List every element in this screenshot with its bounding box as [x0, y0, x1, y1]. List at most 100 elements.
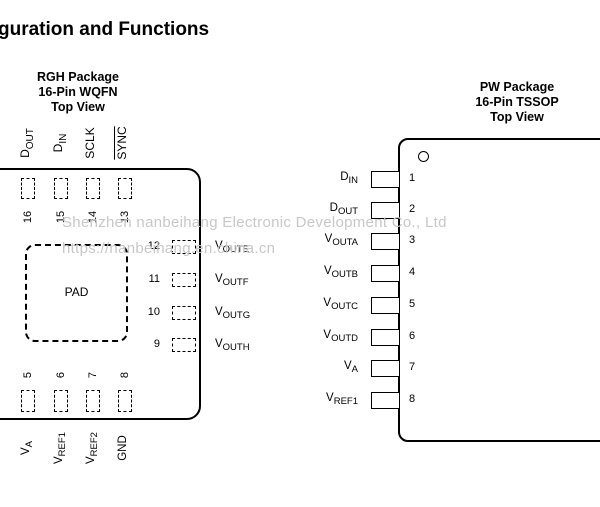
rgh-pin-6-pad [54, 390, 68, 412]
rgh-pin-13-label: SYNC [115, 113, 134, 173]
rgh-pin-12-label: VOUTE [215, 240, 249, 256]
signal-subscript: OUTC [331, 301, 358, 312]
pw-pin-8-number: 8 [409, 393, 416, 405]
rgh-pin-15-pad [54, 178, 68, 199]
rgh-pin-6-number: 6 [55, 371, 67, 379]
thermal-pad [25, 244, 128, 342]
signal-subscript: OUTB [331, 269, 358, 280]
pw-package-body [398, 138, 600, 442]
pw-pin-2-label: DOUT [296, 202, 358, 218]
signal-base: V [323, 329, 332, 341]
signal-subscript: OUTD [331, 333, 358, 344]
rgh-pin-10-label: VOUTG [215, 306, 250, 322]
pw-pin-5-lead [371, 297, 400, 314]
signal-base: GND [117, 435, 129, 461]
rgh-pin-7-label: VREF2 [85, 418, 101, 478]
signal-base: D [340, 171, 349, 183]
pw-pin-8-lead [371, 392, 400, 409]
signal-base: V [53, 456, 65, 464]
rgh-pin-16-label: DOUT [18, 113, 37, 173]
signal-subscript: OUTH [222, 342, 250, 353]
signal-base: V [323, 265, 332, 277]
pw-pin-5-label: VOUTC [296, 297, 358, 313]
signal-base: V [215, 338, 223, 350]
pw-pin-8-label: VREF1 [296, 392, 358, 408]
pw-pin-5-number: 5 [409, 298, 416, 310]
rgh-pin-5-pad [21, 390, 35, 412]
pw-pin-7-lead [371, 360, 400, 377]
watermark-url: https://nanbeihang.en.china.cn [62, 240, 276, 257]
signal-base: D [18, 149, 32, 158]
signal-base: SYNC [115, 126, 129, 160]
section-heading: guration and Functions [0, 19, 210, 40]
signal-subscript: REF1 [333, 396, 358, 407]
rgh-pin-16-pad [21, 178, 35, 199]
signal-subscript: OUT [337, 206, 358, 217]
rgh-pin-9-pad [172, 338, 196, 352]
rgh-package-name: RGH Package [37, 70, 119, 84]
pw-pin-4-label: VOUTB [296, 265, 358, 281]
signal-subscript: OUTA [332, 237, 358, 248]
pw-package-view: Top View [490, 110, 544, 124]
pw-pin-6-number: 6 [409, 330, 416, 342]
signal-subscript: A [24, 441, 35, 448]
rgh-pin-9-label: VOUTH [215, 338, 250, 354]
rgh-package-view: Top View [51, 100, 105, 114]
pw-pin-7-number: 7 [409, 361, 416, 373]
rgh-pin-11-pad [172, 273, 196, 287]
rgh-pin-8-number: 8 [119, 371, 131, 379]
signal-base: V [326, 392, 334, 404]
signal-base: D [51, 143, 65, 153]
pw-package-pins: 16-Pin TSSOP [475, 95, 559, 109]
signal-base: D [329, 202, 338, 214]
signal-base: V [215, 306, 223, 318]
rgh-pin-5-label: VA [20, 418, 36, 478]
rgh-pin-8-label: GND [117, 418, 133, 478]
pw-pin-1-lead [371, 171, 400, 188]
pw-package-label: PW Package 16-Pin TSSOP Top View [455, 80, 579, 125]
signal-base: V [215, 273, 223, 285]
rgh-package-body [0, 168, 201, 420]
pw-pin-4-lead [371, 265, 400, 282]
pin1-marker-icon [418, 151, 429, 162]
pw-pin-3-lead [371, 233, 400, 250]
rgh-pin-12-number: 12 [147, 240, 160, 252]
rgh-pin-9-number: 9 [153, 338, 160, 350]
pw-pin-2-lead [371, 202, 400, 219]
signal-subscript: IN [58, 133, 69, 144]
signal-subscript: OUTE [222, 244, 250, 255]
pw-pin-3-number: 3 [409, 234, 416, 246]
rgh-pin-11-number: 11 [148, 273, 160, 285]
rgh-pin-5-number: 5 [22, 371, 34, 379]
rgh-pin-12-pad [172, 240, 196, 254]
pw-pin-6-lead [371, 329, 400, 346]
signal-subscript: A [351, 364, 358, 375]
signal-base: V [215, 240, 223, 252]
rgh-package-pins: 16-Pin WQFN [38, 85, 118, 99]
rgh-pin-14-pad [86, 178, 100, 199]
rgh-pin-7-pad [86, 390, 100, 412]
rgh-package-label: RGH Package 16-Pin WQFN Top View [18, 70, 138, 115]
signal-base: V [324, 233, 333, 245]
signal-subscript: IN [348, 175, 359, 186]
thermal-pad-label: PAD [64, 285, 89, 299]
signal-subscript: OUT [25, 128, 36, 150]
signal-subscript: REF2 [89, 432, 100, 457]
pw-pin-1-label: DIN [296, 171, 358, 187]
rgh-pin-7-number: 7 [87, 371, 99, 379]
pw-pin-7-label: VA [296, 360, 358, 376]
rgh-pin-8-pad [118, 390, 132, 412]
rgh-pin-11-label: VOUTF [215, 273, 249, 289]
rgh-pin-14-label: SCLK [83, 113, 102, 173]
rgh-pin-16-number: 16 [22, 210, 34, 224]
pw-pin-2-number: 2 [409, 203, 416, 215]
pw-pin-3-label: VOUTA [296, 233, 358, 249]
signal-base: V [20, 447, 32, 456]
rgh-pin-10-pad [172, 306, 196, 320]
signal-subscript: OUTF [222, 277, 249, 288]
watermark-company: Shenzhen nanbeihang Electronic Developme… [62, 214, 447, 231]
signal-base: V [85, 456, 97, 464]
pw-package-name: PW Package [479, 80, 555, 94]
pw-pin-1-number: 1 [409, 172, 416, 184]
pw-pin-4-number: 4 [409, 266, 416, 278]
